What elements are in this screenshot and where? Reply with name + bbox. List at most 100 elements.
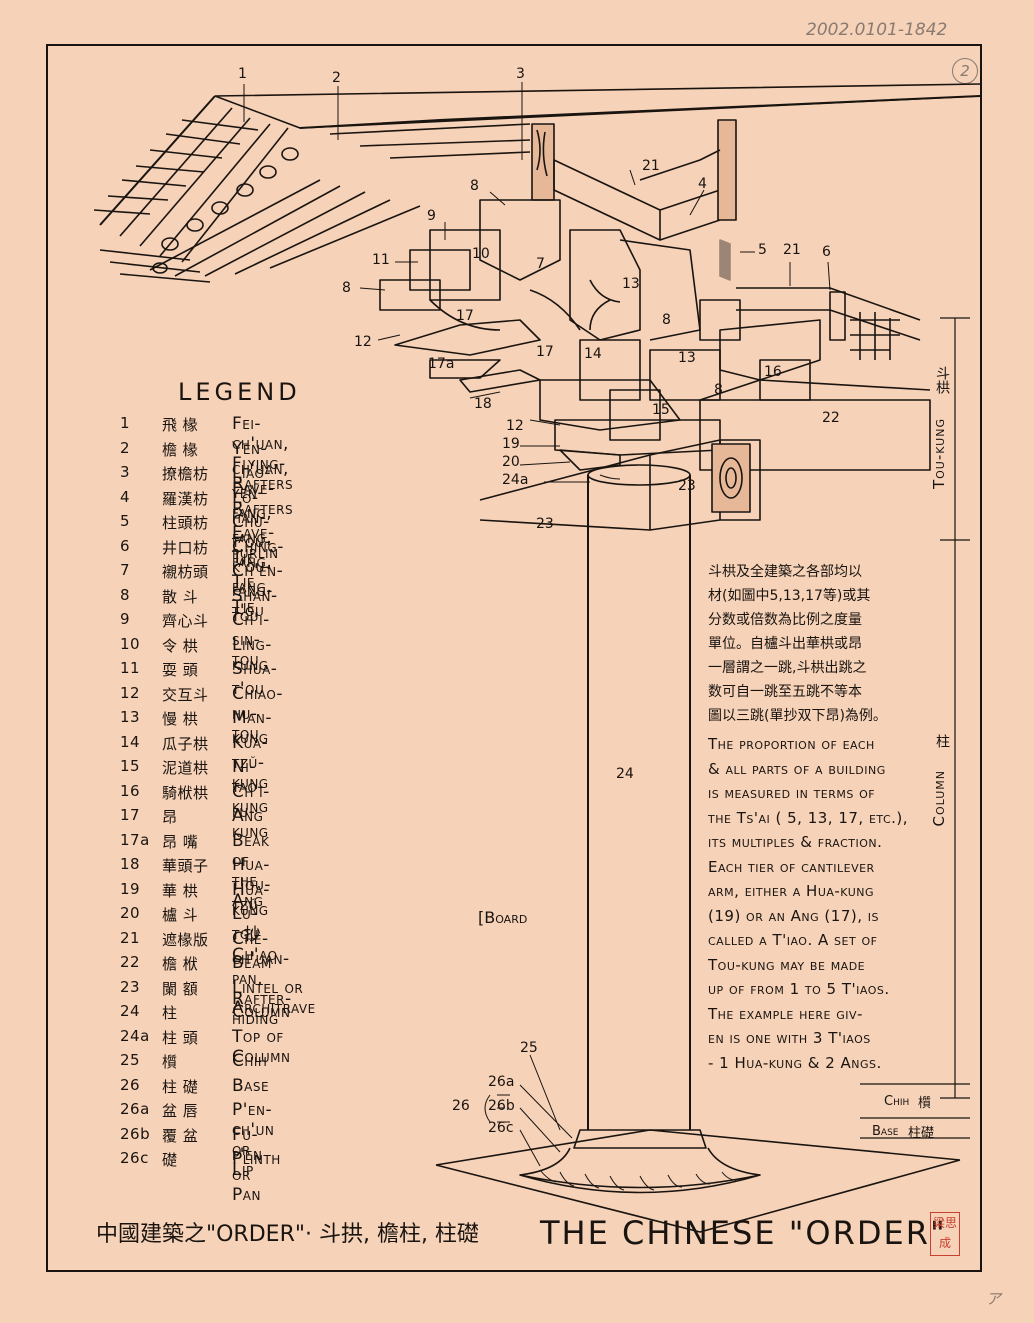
legend-item-number: 17a xyxy=(120,830,150,849)
legend-item-number: 16 xyxy=(120,781,141,800)
note-line: its multiples & fraction. xyxy=(708,833,883,851)
legend-item-english: Ch'i-sin-tou xyxy=(232,610,270,670)
callout-26b: 26b xyxy=(488,1098,515,1114)
note-line: 一層謂之一跳,斗栱出跳之 xyxy=(708,660,867,676)
legend-item-english: Man-kung xyxy=(232,708,272,748)
callout-8a: 8 xyxy=(470,178,479,194)
legend-item-english: Shua-t'ou xyxy=(232,659,278,699)
legend-item-number: 26c xyxy=(120,1149,149,1167)
legend-item-english: Kua-tzŭ-kung xyxy=(232,732,269,793)
corner-mark: ア xyxy=(986,1290,1002,1308)
callout-26a: 26a xyxy=(488,1074,515,1090)
callout-5: 5 xyxy=(758,242,767,258)
catalog-number: 2002.0101-1842 xyxy=(806,20,948,40)
legend-item-number: 17 xyxy=(120,806,141,824)
legend-item-chinese: 遮椽版 xyxy=(162,930,209,949)
legend-item-english: Chiao-hu-tou xyxy=(232,683,284,744)
legend-item-number: 13 xyxy=(120,708,141,726)
legend-item-chinese: 檐 椽 xyxy=(162,440,199,459)
legend-item-chinese: 散 斗 xyxy=(162,587,199,606)
legend-item-chinese: 騎栿栱 xyxy=(162,783,209,802)
legend-item-english: Chu-t'ou-fang, Tie xyxy=(232,512,273,592)
legend-item-chinese: 柱 礎 xyxy=(162,1077,199,1096)
callout-19: 19 xyxy=(502,436,520,452)
legend-item-number: 20 xyxy=(120,904,141,922)
note-line: en is one with 3 T'iaos xyxy=(708,1029,871,1047)
legend-item-english: Ch'en-fang-t'ou xyxy=(232,561,284,621)
note-line: 分数或倍数為比例之度量 xyxy=(708,612,862,628)
callout-17b: 17 xyxy=(536,344,554,360)
legend-item-number: 9 xyxy=(120,610,131,628)
chih-cn-label: 櫍 xyxy=(918,1096,932,1111)
legend-item-chinese: 羅漢枋 xyxy=(162,489,209,508)
legend-item-chinese: 昂 嘴 xyxy=(162,832,199,851)
legend-item-chinese: 柱 xyxy=(162,1004,178,1022)
legend-item-chinese: 華頭子 xyxy=(162,857,209,875)
callout-15: 15 xyxy=(652,402,670,418)
column-cn-label: 柱 xyxy=(934,734,950,748)
callout-17a: 17 xyxy=(456,308,474,324)
callout-21b: 21 xyxy=(783,242,801,258)
legend-item-chinese: 闌 額 xyxy=(162,979,199,998)
note-line: 材(如圖中5,13,17等)或其 xyxy=(708,588,871,604)
callout-23a: 23 xyxy=(678,478,696,494)
callout-16: 16 xyxy=(764,364,782,380)
callout-8d: 8 xyxy=(714,382,723,398)
artist-seal: 梁思成 xyxy=(930,1212,960,1256)
legend-item-english: Yen-ch'uan, Eave-Rafters xyxy=(232,438,294,519)
callout-13b: 13 xyxy=(678,350,696,366)
legend-item-english: Lo-han-fang, Tie xyxy=(232,487,273,568)
legend-item-number: 3 xyxy=(120,463,131,481)
legend-item-chinese: 櫍 xyxy=(162,1053,178,1071)
legend-item-chinese: 瓜子栱 xyxy=(162,734,209,753)
note-line: up of from 1 to 5 T'iaos. xyxy=(708,980,890,998)
callout-26: 26 xyxy=(452,1098,470,1114)
column-shaft xyxy=(587,464,691,1130)
legend-item-number: 6 xyxy=(120,536,131,555)
legend-item-number: 10 xyxy=(120,634,141,653)
legend-item-chinese: 柱 頭 xyxy=(162,1028,199,1047)
legend-item-chinese: 華 栱 xyxy=(162,881,199,900)
legend-item-english: Ch'i-fu-kung xyxy=(232,781,270,842)
legend-item-english: Lintel or Architrave xyxy=(232,977,316,1018)
legend-item-english: Ni-tao-kung xyxy=(232,757,269,817)
legend-item-chinese: 檐 栿 xyxy=(162,955,199,973)
callout-18: 18 xyxy=(474,396,492,412)
callout-12b: 12 xyxy=(506,418,524,434)
legend-item-number: 18 xyxy=(120,855,141,873)
legend-item-chinese: 交互斗 xyxy=(162,685,209,704)
callout-7: 7 xyxy=(536,256,545,272)
legend-item-number: 15 xyxy=(120,757,141,775)
legend-item-english: Lu-tou xyxy=(232,904,260,944)
legend-item-english: Chih xyxy=(232,1051,268,1071)
legend-item-english: Beak of the Ang xyxy=(232,830,270,911)
legend-item-english: Beam xyxy=(232,953,272,973)
callout-13a: 13 xyxy=(622,276,640,292)
legend-item-chinese: 昂 xyxy=(162,808,178,826)
legend-item-number: 5 xyxy=(120,512,131,530)
note-line: - 1 Hua-kung & 2 Angs. xyxy=(708,1053,882,1072)
legend-item-english: Hua-t'ou-tzŭ xyxy=(232,855,271,915)
legend-item-english: P'en-ch'un or Lip xyxy=(232,1100,275,1180)
legend-item-english: Ching-k'ou-fang, Tie xyxy=(232,536,284,617)
legend-item-english: Shan-tou xyxy=(232,585,278,626)
tou-kung-label: Tou-kung xyxy=(930,418,948,490)
callout-26c: 26c xyxy=(488,1120,514,1136)
legend-item-number: 19 xyxy=(120,879,141,898)
note-line: 單位。自櫨斗出華栱或昂 xyxy=(708,636,862,652)
legend-item-chinese: 井口枋 xyxy=(162,538,209,557)
note-line: 斗栱及全建築之各部均以 xyxy=(708,564,862,580)
legend-item-number: 26b xyxy=(120,1124,151,1143)
legend-item-chinese: 飛 椽 xyxy=(162,416,199,434)
legend-item-number: 8 xyxy=(120,585,131,604)
legend-item-number: 23 xyxy=(120,977,141,996)
note-line: (19) or an Ang (17), is xyxy=(708,906,879,925)
legend-item-english: Ang xyxy=(232,806,264,826)
leader-lines xyxy=(243,82,831,1167)
legend-item-english: Column xyxy=(232,1002,291,1022)
legend-item-chinese: 耍 頭 xyxy=(162,661,199,679)
bracket-set xyxy=(379,199,931,471)
note-line: 圖以三跳(單抄双下昂)為例。 xyxy=(708,708,887,724)
column-label: Column xyxy=(930,770,948,827)
